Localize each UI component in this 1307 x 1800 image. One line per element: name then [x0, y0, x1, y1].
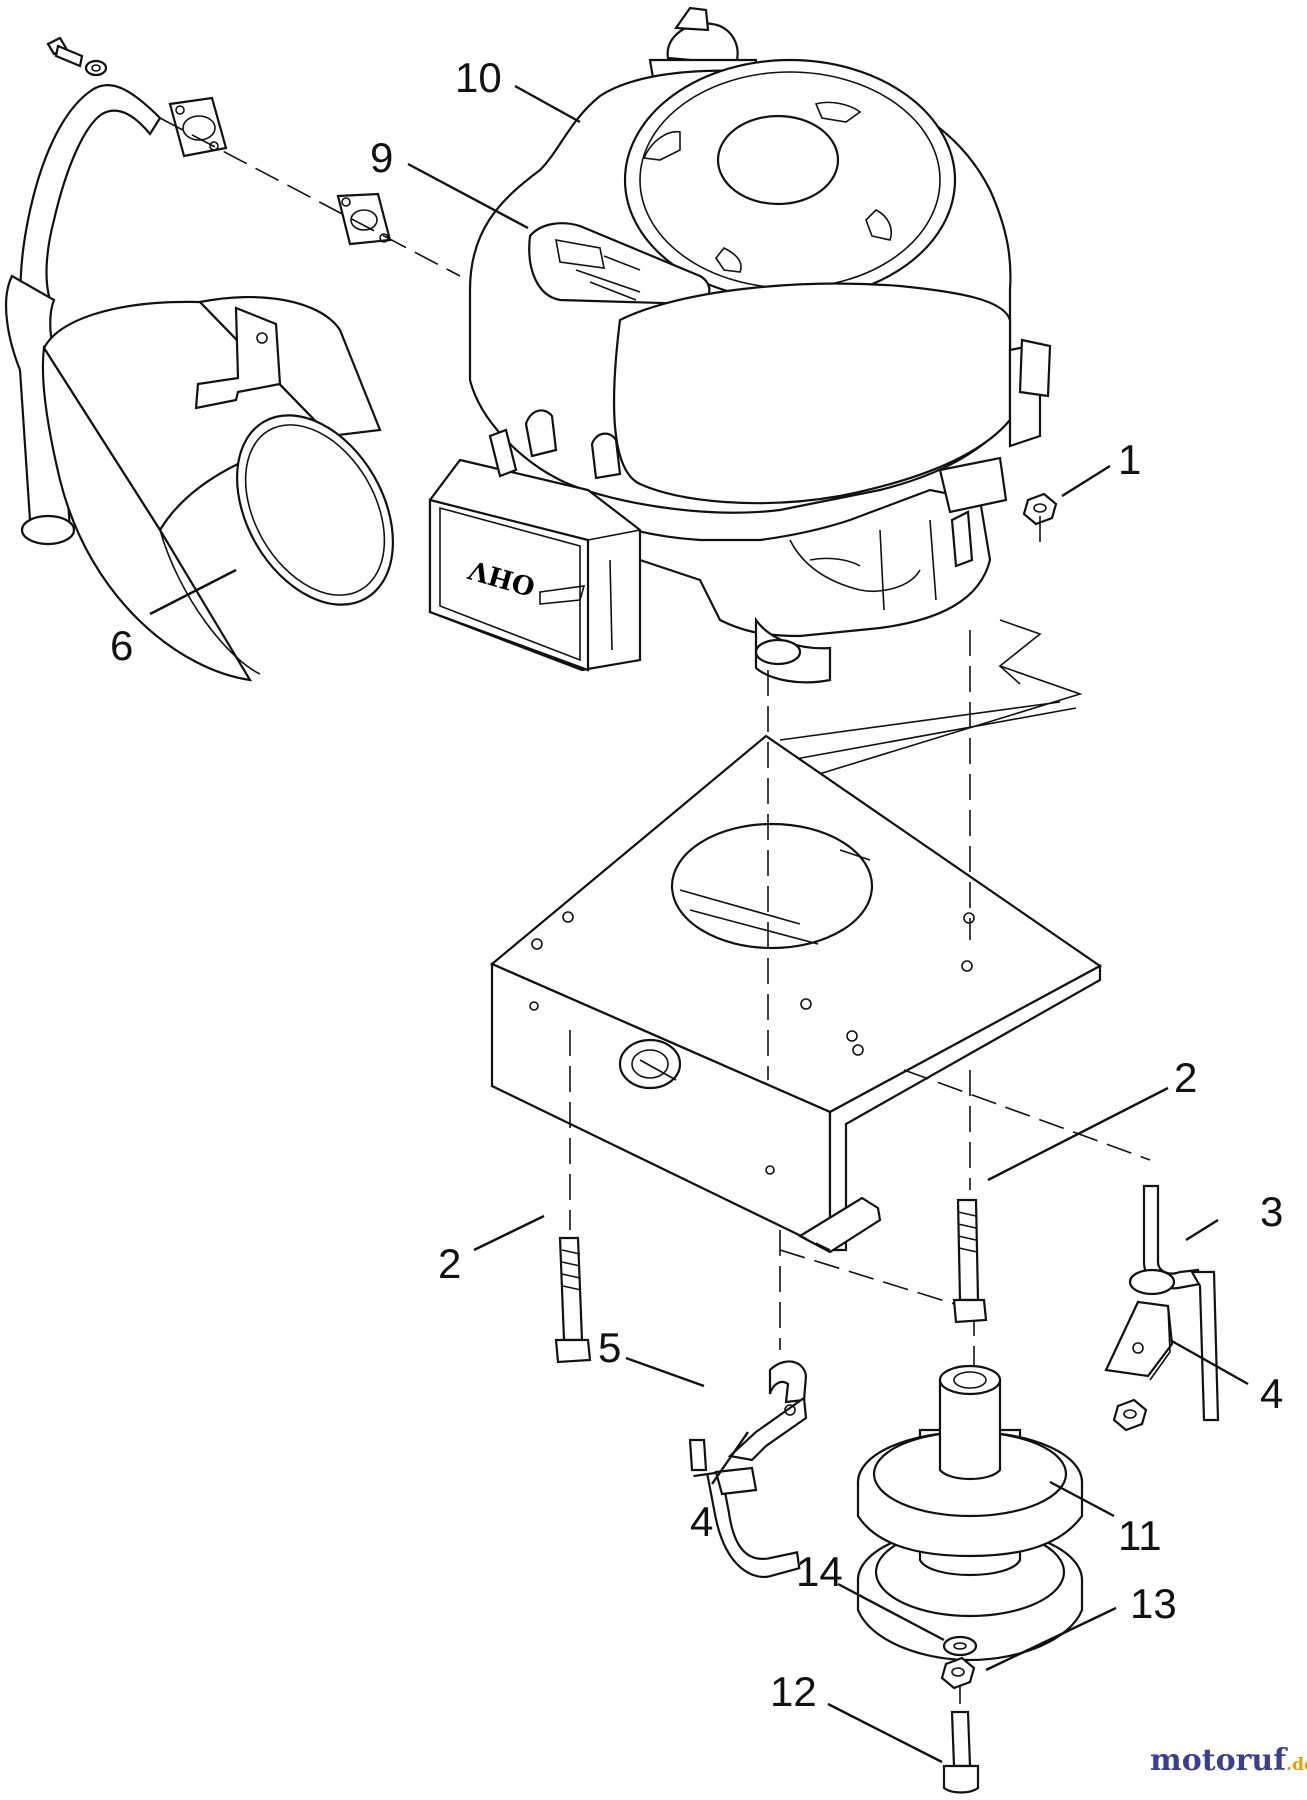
- exhaust-bolt: [46, 36, 108, 77]
- engine-mount-plate: [489, 619, 1151, 1254]
- callout-5: 5: [598, 1324, 621, 1371]
- exhaust-gasket: [336, 192, 392, 246]
- callout-12: 12: [770, 1668, 817, 1715]
- watermark-text: motoruf: [1150, 1743, 1288, 1778]
- callout-11: 11: [1118, 1512, 1162, 1559]
- mount-plate-opening: [670, 822, 874, 950]
- muffler: [41, 296, 395, 682]
- engine-lift-tabs: [488, 409, 622, 480]
- callout-10: 10: [455, 54, 502, 101]
- watermark-logo: motoruf.de: [1150, 1743, 1307, 1778]
- callout-1: 1: [1118, 436, 1141, 483]
- nut-part-1: [1022, 492, 1058, 526]
- callout-14: 14: [796, 1548, 843, 1595]
- exhaust-assembly: [5, 36, 461, 682]
- bracket-right-part-4: [1104, 1300, 1174, 1432]
- callout-4-left: 4: [690, 1498, 713, 1545]
- watermark-suffix: .de: [1286, 1755, 1307, 1775]
- plate-tube-fitting: [618, 1038, 682, 1090]
- rod-part-3: [1128, 1184, 1220, 1422]
- callout-9: 9: [370, 134, 393, 181]
- callout-13: 13: [1130, 1580, 1177, 1627]
- engine-block: [558, 488, 992, 684]
- callout-3: 3: [1260, 1188, 1283, 1235]
- mount-plate-holes: [529, 911, 975, 1175]
- rod-part-5: [688, 1360, 808, 1578]
- bolt-right-part-2: [952, 1198, 988, 1324]
- washer-part-14: [942, 1635, 978, 1657]
- bracket-left-part-4: [714, 1396, 808, 1496]
- air-cleaner-cover: OHV: [428, 458, 642, 672]
- svg-text:motoruf.de: motoruf.de: [1150, 1743, 1307, 1778]
- callout-6: 6: [110, 622, 133, 669]
- exhaust-pipe: [19, 83, 162, 322]
- engine: OHV: [428, 6, 1058, 684]
- callout-4-right: 4: [1260, 1370, 1283, 1417]
- bolt-part-12: [942, 1710, 980, 1794]
- bolt-left-part-2: [554, 1236, 592, 1364]
- callout-labels: 10 9 1 6 2 2 3 4 5 4 11 14 13 12: [110, 54, 1283, 1715]
- nut-part-13: [940, 1656, 976, 1690]
- pulley-part-11: [856, 1364, 1084, 1662]
- callout-2-left: 2: [438, 1240, 461, 1287]
- leader-lines: [149, 84, 1249, 1764]
- exhaust-flange: [168, 96, 228, 158]
- assembly-center-lines: [569, 516, 1041, 1730]
- callout-2-right: 2: [1174, 1054, 1197, 1101]
